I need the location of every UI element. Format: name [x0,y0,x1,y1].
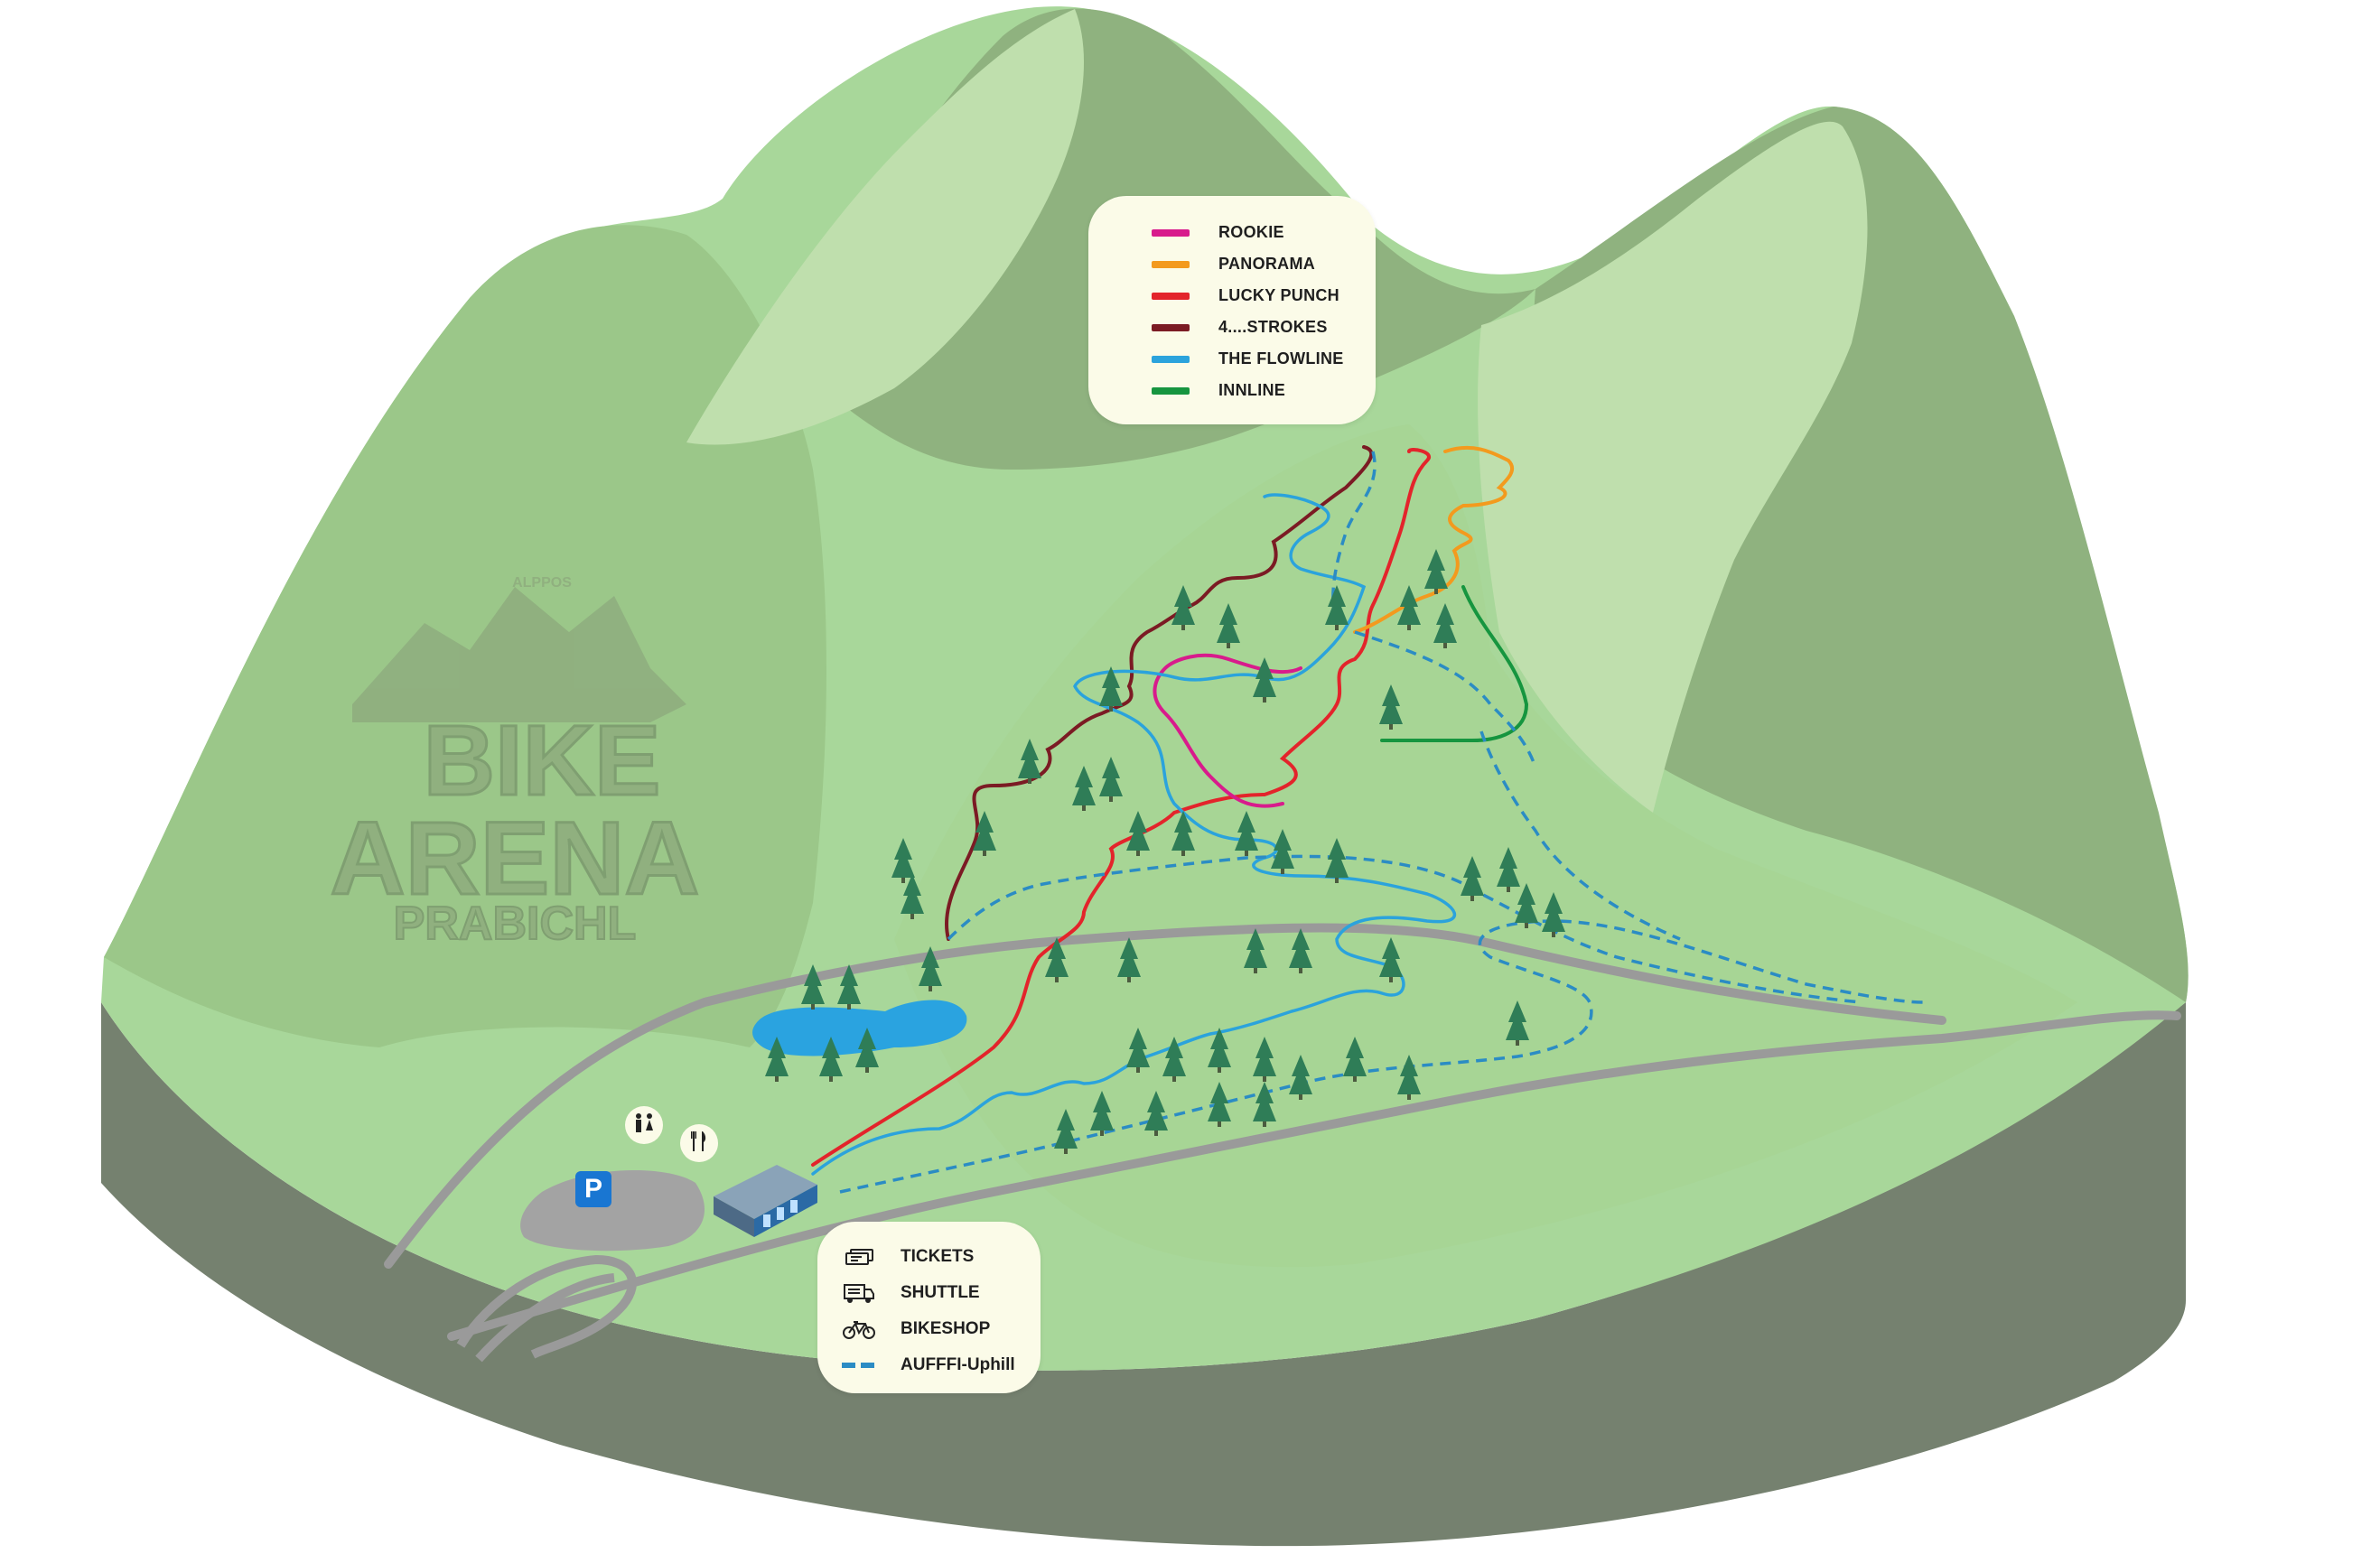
bike-icon [841,1317,877,1341]
left-mountain [104,225,826,1047]
panorama-swatch [1152,260,1190,268]
legend-label-flowline: THE FLOWLINE [1218,349,1344,368]
flowline-swatch [1152,355,1190,363]
legend-row-bikeshop[interactable]: BIKESHOP [841,1317,990,1341]
switchback-road [456,1254,637,1359]
legend-label-innline: INNLINE [1218,381,1286,399]
innline-swatch [1152,386,1190,395]
restaurant-icon [690,1130,708,1158]
ticket-icon [841,1245,877,1269]
legend-row-rookie[interactable]: ROOKIE [1152,223,1284,242]
parking-sign[interactable]: P [575,1171,611,1207]
legend-row-innline[interactable]: INNLINE [1152,381,1285,400]
center-peak-light [686,9,1084,445]
right-mountain-light [1478,121,1868,814]
trail-flowline [811,493,1457,1176]
terrain-base [101,1002,2186,1547]
toilets-poi[interactable] [625,1106,663,1144]
legend-label-four-strokes: 4....STROKES [1218,318,1328,336]
logo-line2: ARENA [331,801,700,917]
legend-label-uphill: AUFFFI-Uphill [901,1355,1015,1374]
trail-lucky-punch [811,448,1432,1167]
logo-badge: ALPPOS [512,575,572,591]
logo-line3: PRABICHL [394,898,637,950]
legend-row-tickets[interactable]: TICKETS [841,1245,974,1269]
bike-arena-logo: BIKE ARENA PRABICHL ALPPOS [329,575,701,951]
logo-line1: BIKE [424,705,661,816]
roads [384,923,2181,1341]
legend-label-lucky-punch: LUCKY PUNCH [1218,286,1339,304]
legend-row-panorama[interactable]: PANORAMA [1152,255,1315,274]
legend-label-panorama: PANORAMA [1218,255,1316,273]
lake [752,1000,967,1056]
four-strokes-swatch [1152,323,1190,331]
legend-row-shuttle[interactable]: SHUTTLE [841,1281,980,1305]
trail-panorama [1353,445,1515,634]
legend-label-shuttle: SHUTTLE [901,1283,980,1302]
lift-station [714,1165,817,1237]
legend-label-tickets: TICKETS [901,1247,975,1266]
trail-rookie [1153,653,1302,808]
lucky-punch-swatch [1152,292,1190,300]
legend-label-rookie: ROOKIE [1218,223,1284,241]
parking-area [520,1170,705,1252]
trail-innline [1380,585,1529,743]
trail-legend: ROOKIE PANORAMA LUCKY PUNCH 4....STROKES… [1088,196,1376,424]
legend-row-lucky-punch[interactable]: LUCKY PUNCH [1152,286,1339,305]
legend-label-bikeshop: BIKESHOP [901,1319,991,1338]
restaurant-poi[interactable] [680,1124,718,1162]
shuttle-icon [841,1281,877,1305]
service-legend: TICKETS SHUTTLE BIKESHOP AUFFFI-Uphill [817,1222,1041,1393]
dashed-line-icon [841,1354,877,1377]
legend-row-four-strokes[interactable]: 4....STROKES [1152,318,1328,337]
legend-row-uphill[interactable]: AUFFFI-Uphill [841,1354,1015,1377]
legend-row-flowline[interactable]: THE FLOWLINE [1152,349,1344,368]
toilet-icon [631,1112,657,1139]
rookie-swatch [1152,228,1190,237]
